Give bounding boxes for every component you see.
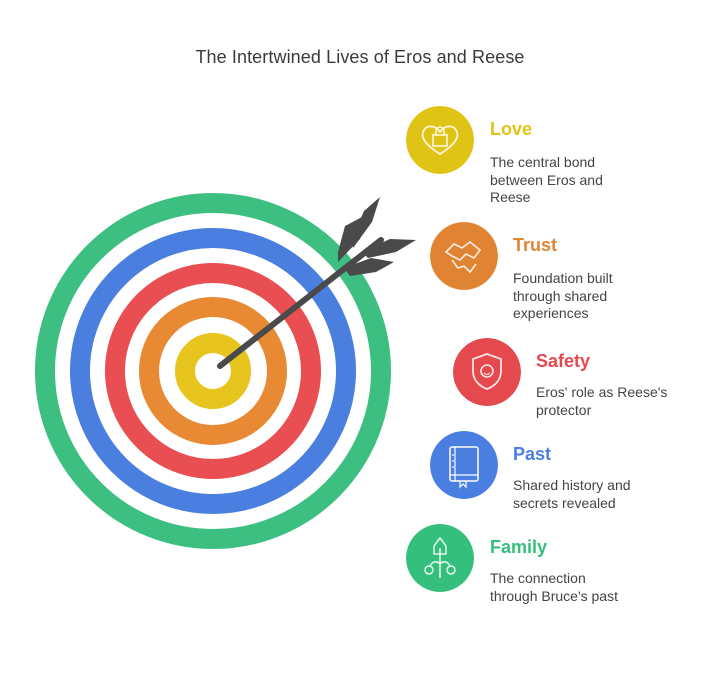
family-tree-icon bbox=[406, 524, 474, 592]
target-ring-blue bbox=[70, 228, 356, 514]
target-ring-outer-green bbox=[35, 193, 391, 549]
target-ring-yellow bbox=[175, 333, 251, 409]
trust-description: Foundation built through shared experien… bbox=[513, 270, 613, 321]
safety-title: Safety bbox=[536, 351, 591, 371]
target-ring-orange bbox=[139, 297, 287, 445]
safety-description: Eros' role as Reese's protector bbox=[536, 384, 668, 418]
love-description: The central bond between Eros and Reese bbox=[490, 154, 603, 205]
arrow bbox=[217, 197, 416, 369]
target-ring-red bbox=[105, 263, 321, 479]
family-title: Family bbox=[490, 537, 548, 557]
past-title: Past bbox=[513, 444, 552, 464]
page-title: The Intertwined Lives of Eros and Reese bbox=[195, 47, 525, 67]
book-icon bbox=[430, 431, 498, 499]
family-description: The connection through Bruce's past bbox=[490, 570, 618, 604]
handshake-icon bbox=[430, 222, 498, 290]
love-title: Love bbox=[490, 119, 533, 139]
past-description: Shared history and secrets revealed bbox=[513, 477, 631, 511]
heart-lock-icon bbox=[406, 106, 474, 174]
trust-title: Trust bbox=[513, 235, 558, 255]
shield-icon bbox=[453, 338, 521, 406]
